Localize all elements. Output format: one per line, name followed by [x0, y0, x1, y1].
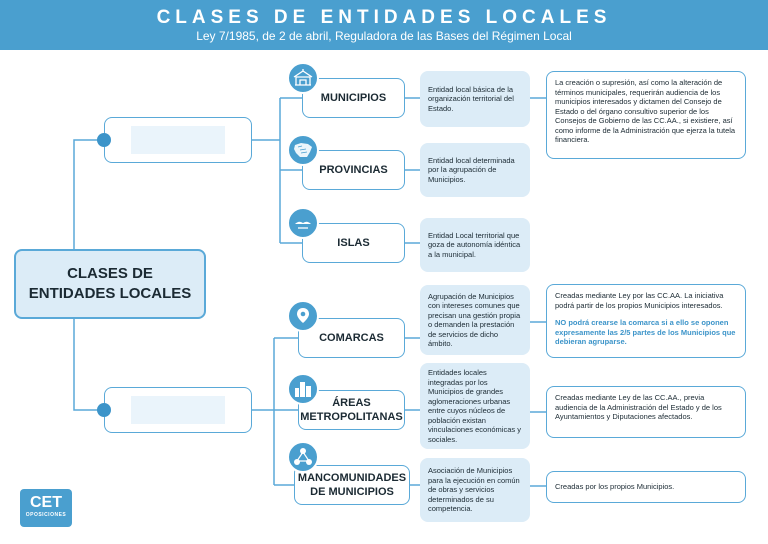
category-label-comarcas: COMARCAS — [319, 332, 384, 344]
root-node: CLASES DE ENTIDADES LOCALES — [14, 249, 206, 319]
category-mancomunidades: MANCOMUNIDADES DE MUNICIPIOS — [294, 465, 410, 505]
city-icon — [287, 373, 319, 405]
network-icon — [287, 441, 319, 473]
note-municipios: La creación o supresión, así como la alt… — [546, 71, 746, 159]
category-label-islas: ISLAS — [337, 237, 370, 249]
description-areas-metropolitanas: Entidades locales integradas por los Mun… — [420, 363, 530, 449]
root-label-line2: ENTIDADES LOCALES — [28, 285, 192, 302]
category-municipios: MUNICIPIOS — [302, 78, 405, 118]
note-text-areas: Creadas mediante Ley de las CC.AA., prev… — [555, 393, 722, 421]
branch-bullet-upper — [97, 133, 111, 147]
category-label-manco-line2: DE MUNICIPIOS — [310, 486, 394, 498]
branch-node-upper — [104, 117, 252, 163]
island-icon — [287, 207, 319, 239]
category-islas: ISLAS — [302, 223, 405, 263]
map-pin-icon — [287, 300, 319, 332]
description-municipios: Entidad local básica de la organización … — [420, 71, 530, 127]
note-text-comarcas: Creadas mediante Ley por las CC.AA. La i… — [555, 291, 724, 310]
page-subtitle: Ley 7/1985, de 2 de abril, Reguladora de… — [196, 29, 572, 43]
branch-node-lower — [104, 387, 252, 433]
description-text-mancomunidades: Asociación de Municipios para la ejecuci… — [428, 466, 520, 514]
description-text-islas: Entidad Local territorial que goza de au… — [428, 230, 521, 259]
note-highlight-comarcas: NO podrá crearse la comarca si a ello se… — [555, 318, 736, 346]
description-text-areas: Entidades locales integradas por los Mun… — [428, 368, 521, 444]
logo-sub-text: OPOSICIONES — [25, 512, 67, 518]
cet-logo: CET OPOSICIONES — [20, 489, 72, 527]
note-comarcas: Creadas mediante Ley por las CC.AA. La i… — [546, 284, 746, 358]
header-banner: CLASES DE ENTIDADES LOCALES Ley 7/1985, … — [0, 0, 768, 50]
note-text-municipios: La creación o supresión, así como la alt… — [555, 78, 736, 144]
branch-bullet-lower — [97, 403, 111, 417]
note-text-mancomunidades: Creadas por los propios Municipios. — [555, 482, 675, 492]
branch-placeholder-upper — [131, 126, 225, 154]
root-label-line1: CLASES DE — [67, 265, 153, 282]
description-comarcas: Agrupación de Municipios con intereses c… — [420, 285, 530, 355]
description-mancomunidades: Asociación de Municipios para la ejecuci… — [420, 458, 530, 522]
logo-main-text: CET — [30, 494, 62, 511]
category-label-areas-line1: ÁREAS — [332, 397, 371, 409]
description-text-municipios: Entidad local básica de la organización … — [428, 84, 514, 113]
note-areas-metropolitanas: Creadas mediante Ley de las CC.AA., prev… — [546, 386, 746, 438]
page-title: CLASES DE ENTIDADES LOCALES — [156, 7, 612, 28]
category-label-provincias: PROVINCIAS — [319, 164, 388, 176]
town-hall-icon — [287, 62, 319, 94]
category-label-manco-line1: MANCOMUNIDADES — [297, 472, 407, 484]
spain-map-icon — [287, 134, 319, 166]
description-text-comarcas: Agrupación de Municipios con intereses c… — [428, 291, 521, 349]
description-text-provincias: Entidad local determinada por la agrupac… — [428, 155, 515, 184]
category-provincias: PROVINCIAS — [302, 150, 405, 190]
description-islas: Entidad Local territorial que goza de au… — [420, 218, 530, 272]
category-label-municipios: MUNICIPIOS — [320, 92, 387, 104]
branch-placeholder-lower — [131, 396, 225, 424]
description-provincias: Entidad local determinada por la agrupac… — [420, 143, 530, 197]
note-mancomunidades: Creadas por los propios Municipios. — [546, 471, 746, 503]
category-label-areas-line2: METROPOLITANAS — [300, 411, 403, 423]
